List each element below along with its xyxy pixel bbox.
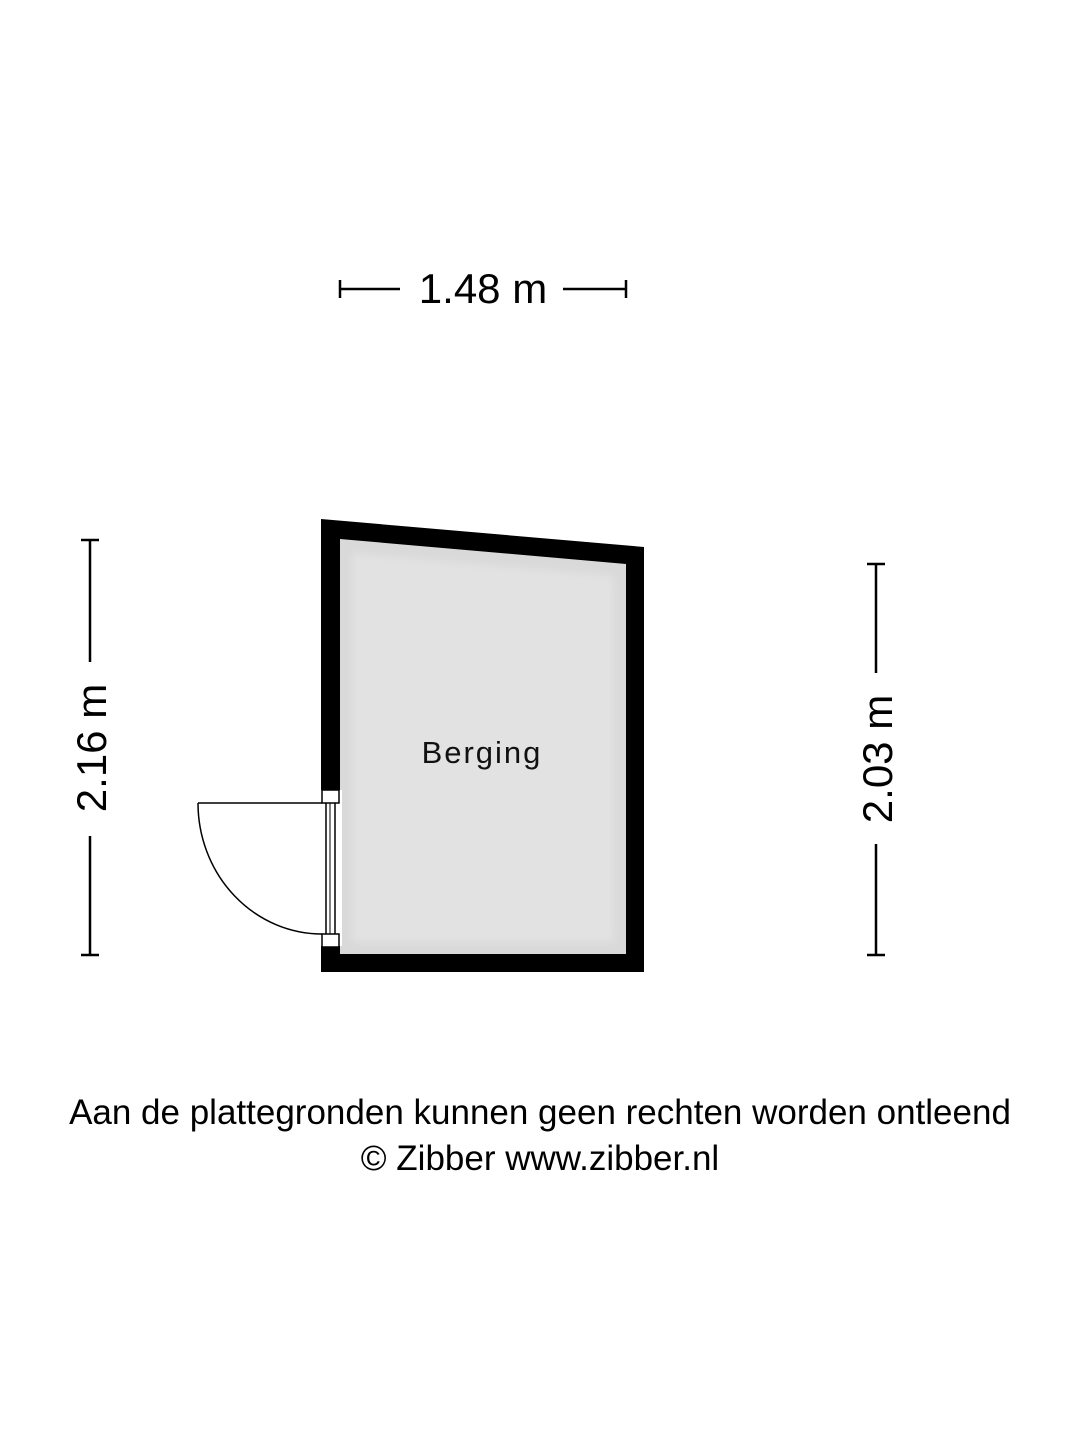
dimension-right: 2.03 m	[854, 562, 901, 957]
room-floor-highlight	[352, 553, 614, 942]
dimension-left-label: 2.16 m	[68, 684, 115, 812]
room-label: Berging	[422, 735, 543, 770]
disclaimer-text: Aan de plattegronden kunnen geen rechten…	[69, 1093, 1011, 1132]
dimension-top: 1.48 m	[338, 265, 628, 312]
door-swing-arc	[197, 802, 323, 935]
door	[197, 789, 342, 948]
credit-text: © Zibber www.zibber.nl	[360, 1139, 720, 1178]
dimension-right-label: 2.03 m	[854, 695, 901, 823]
dimension-left: 2.16 m	[68, 538, 115, 957]
footer: Aan de plattegronden kunnen geen rechten…	[0, 1090, 1080, 1182]
dimension-top-label: 1.48 m	[419, 265, 547, 312]
